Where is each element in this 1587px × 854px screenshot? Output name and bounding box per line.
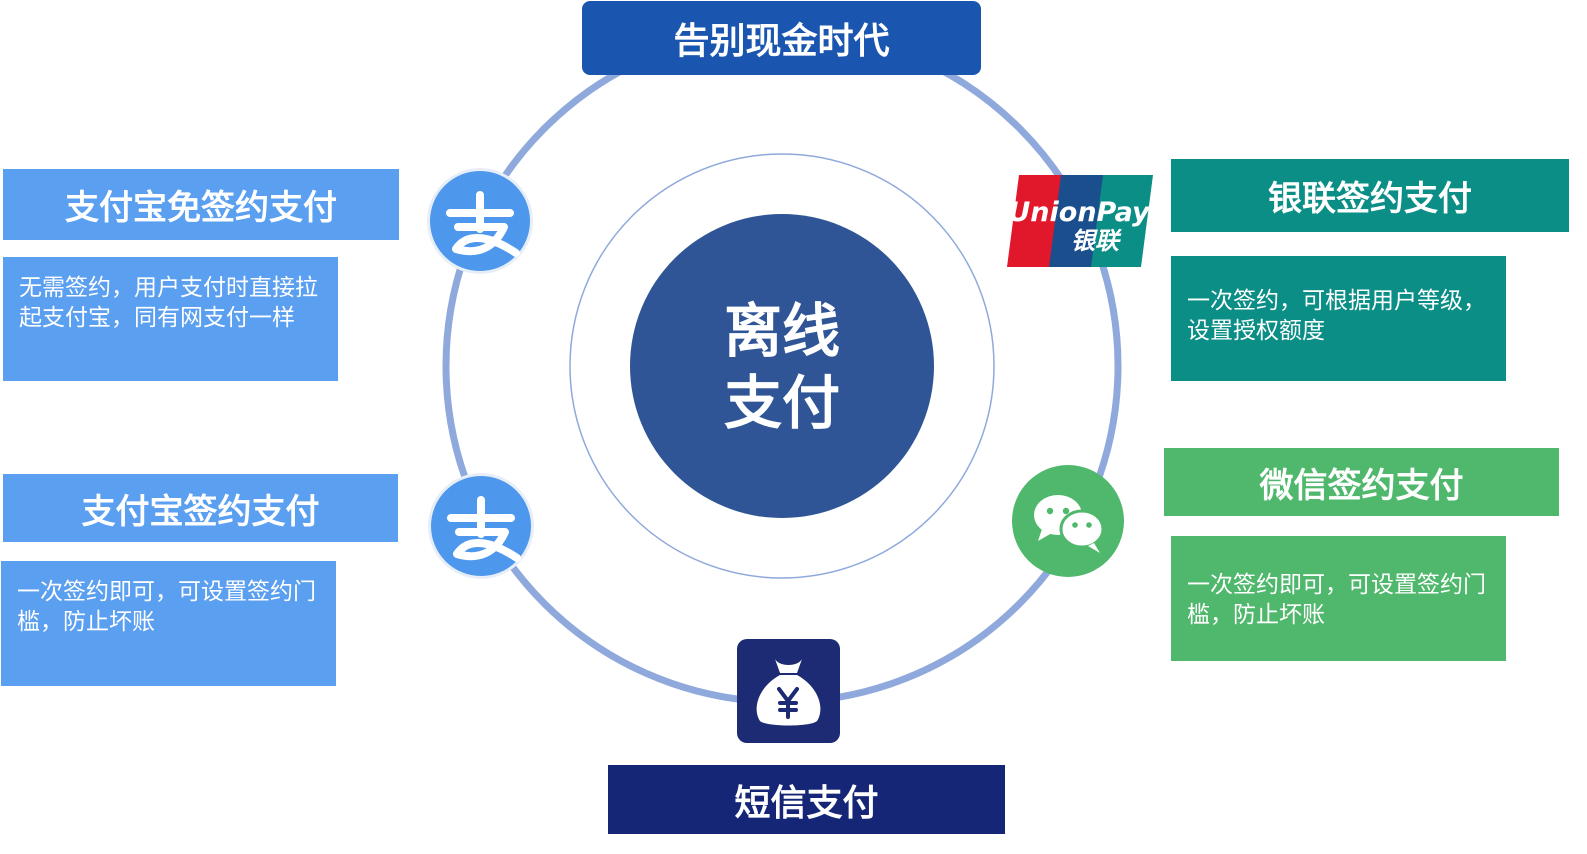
alipay-free-title: 支付宝免签约支付 xyxy=(3,169,399,240)
center-circle xyxy=(630,214,934,518)
center-label-line1: 离线 xyxy=(723,297,840,365)
unionpay-description: 一次签约，可根据用户等级，设置授权额度 xyxy=(1171,256,1506,381)
top-title-banner: 告别现金时代 xyxy=(582,1,981,75)
alipay-sign-description: 一次签约即可，可设置签约门槛，防止坏账 xyxy=(1,561,336,686)
alipay-icon xyxy=(428,473,534,579)
unionpay-logo-text: UnionPay xyxy=(1008,197,1151,228)
unionpay-title: 银联签约支付 xyxy=(1171,159,1569,232)
wechat-title: 微信签约支付 xyxy=(1164,448,1559,516)
alipay-icon xyxy=(427,168,533,274)
wechat-description: 一次签约即可，可设置签约门槛，防止坏账 xyxy=(1171,536,1506,661)
center-label: 离线 支付 xyxy=(630,215,934,519)
unionpay-logo-cn: 银联 xyxy=(1071,227,1122,255)
unionpay-logo-icon: UnionPay 银联 xyxy=(1005,173,1155,269)
inner-ring xyxy=(569,153,995,579)
alipay-sign-title: 支付宝签约支付 xyxy=(3,474,398,542)
sms-title: 短信支付 xyxy=(608,765,1005,834)
money-bag-icon xyxy=(737,639,840,743)
center-label-line2: 支付 xyxy=(723,369,840,437)
alipay-free-description: 无需签约，用户支付时直接拉起支付宝，同有网支付一样 xyxy=(3,257,338,381)
wechat-icon xyxy=(1012,465,1124,577)
